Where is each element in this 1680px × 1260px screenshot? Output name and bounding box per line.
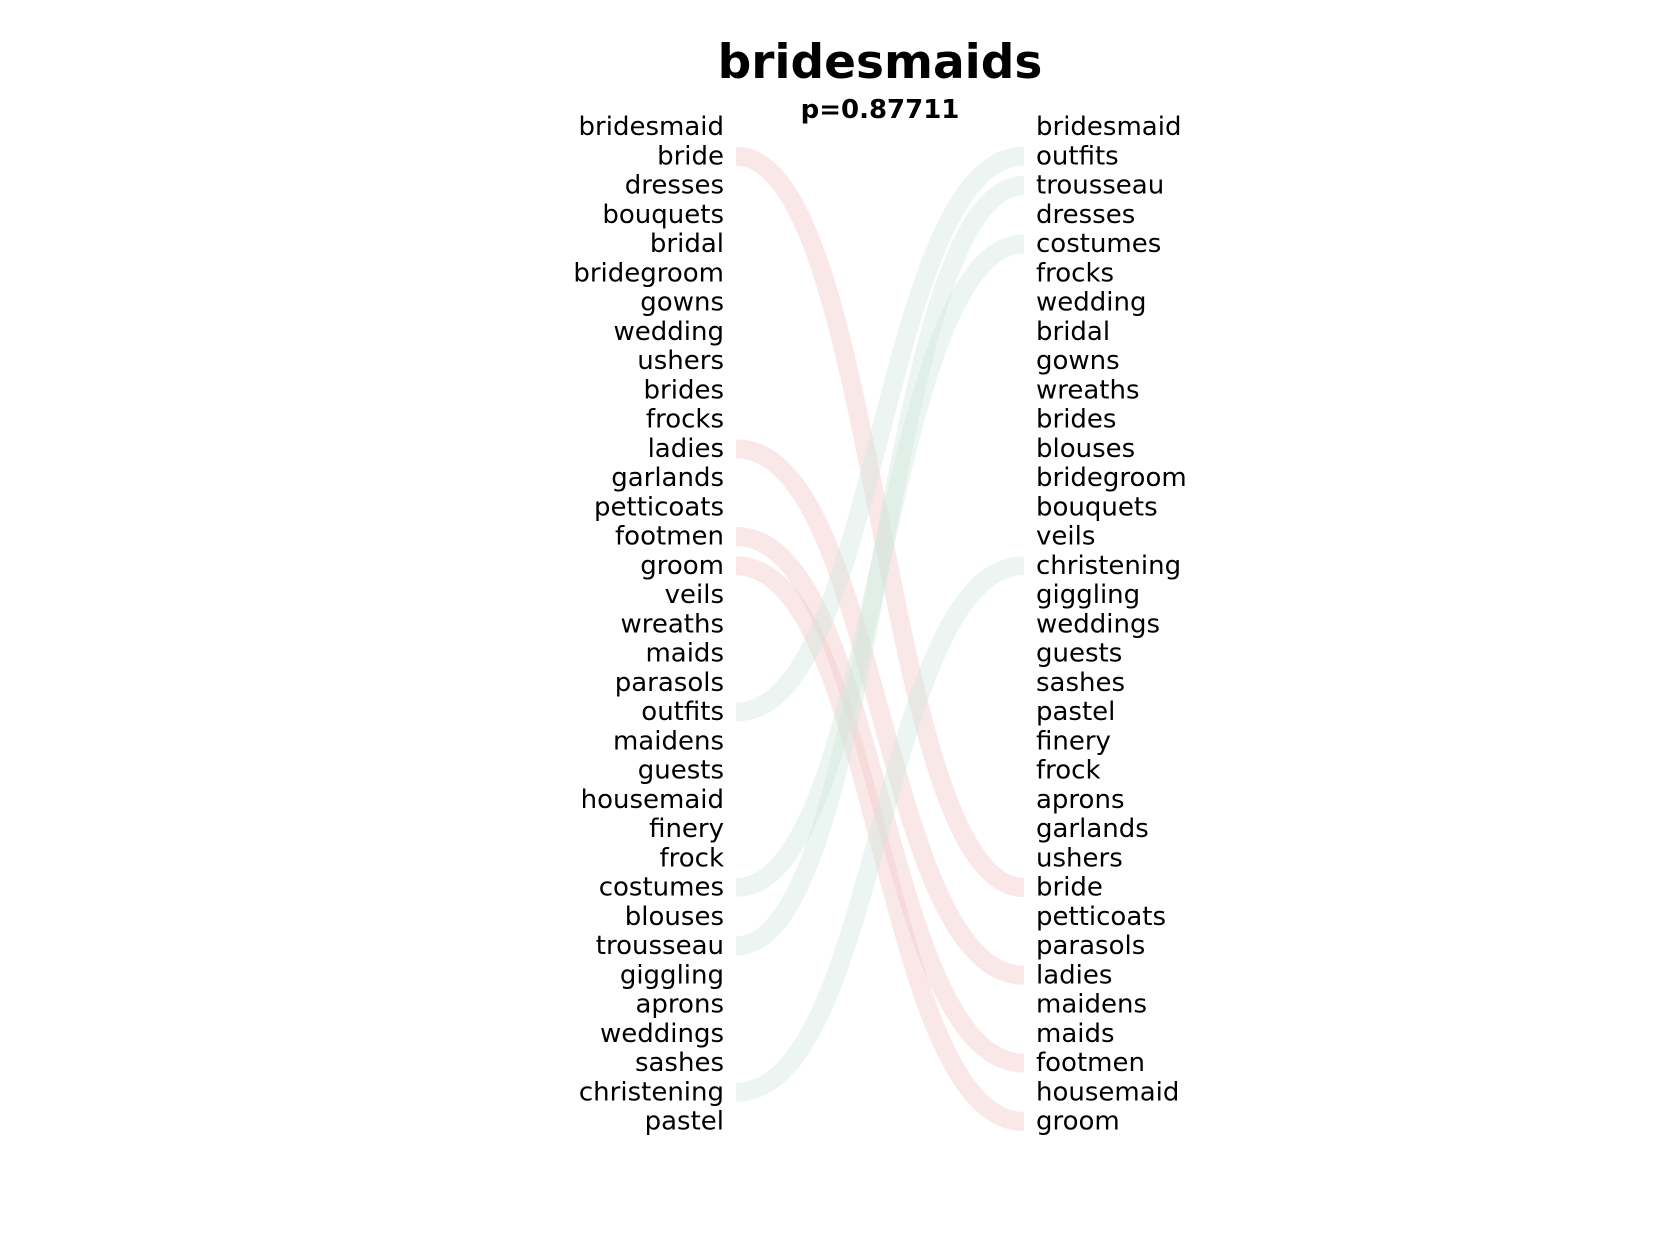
left-word-column: bridesmaidbridedressesbouquetsbridalbrid… xyxy=(573,112,724,1137)
right-word-label: footmen xyxy=(1036,1048,1145,1078)
chart-subtitle: p=0.87711 xyxy=(801,95,960,125)
left-word-label: sashes xyxy=(635,1048,724,1078)
right-word-label: guests xyxy=(1036,639,1122,669)
right-word-label: bridesmaid xyxy=(1036,112,1181,142)
link-costumes xyxy=(735,234,1025,897)
left-word-label: bouquets xyxy=(602,200,724,230)
link-groom xyxy=(735,556,1025,1131)
left-word-label: ushers xyxy=(637,346,724,376)
left-word-label: housemaid xyxy=(581,785,724,815)
left-word-label: guests xyxy=(638,756,724,786)
right-word-label: bouquets xyxy=(1036,492,1158,522)
left-word-label: finery xyxy=(649,814,724,844)
link-bride xyxy=(734,146,1026,897)
left-word-label: wreaths xyxy=(620,609,724,639)
right-word-label: christening xyxy=(1036,551,1181,581)
left-word-label: gowns xyxy=(640,288,724,318)
right-word-label: parasols xyxy=(1036,931,1145,961)
right-word-label: housemaid xyxy=(1036,1077,1179,1107)
left-word-label: christening xyxy=(579,1077,724,1107)
left-word-label: aprons xyxy=(636,990,725,1020)
right-word-label: wreaths xyxy=(1036,375,1140,405)
links-layer xyxy=(734,146,1026,1131)
right-word-label: bride xyxy=(1036,873,1103,903)
link-christening xyxy=(735,556,1025,1102)
right-word-label: finery xyxy=(1036,726,1111,756)
right-word-column: bridesmaidoutfitstrousseaudressescostume… xyxy=(1036,112,1187,1137)
left-word-label: weddings xyxy=(600,1019,724,1049)
left-word-label: frocks xyxy=(646,405,724,435)
right-word-label: sashes xyxy=(1036,668,1125,698)
left-word-label: pastel xyxy=(645,1107,724,1137)
right-word-label: trousseau xyxy=(1036,171,1164,201)
right-word-label: veils xyxy=(1036,522,1095,552)
right-word-label: giggling xyxy=(1036,580,1140,610)
right-word-label: pastel xyxy=(1036,697,1115,727)
right-word-label: aprons xyxy=(1036,785,1125,815)
left-word-label: trousseau xyxy=(596,931,724,961)
right-word-label: blouses xyxy=(1036,434,1135,464)
left-word-label: maids xyxy=(645,639,724,669)
right-word-label: maidens xyxy=(1036,990,1147,1020)
left-word-label: footmen xyxy=(615,522,724,552)
left-word-label: costumes xyxy=(599,873,724,903)
right-word-label: garlands xyxy=(1036,814,1149,844)
right-word-label: frocks xyxy=(1036,258,1114,288)
right-word-label: gowns xyxy=(1036,346,1120,376)
link-ladies xyxy=(735,439,1025,985)
left-word-label: giggling xyxy=(620,960,724,990)
left-word-label: frock xyxy=(659,843,724,873)
left-word-label: wedding xyxy=(614,317,724,347)
left-word-label: parasols xyxy=(615,668,724,698)
right-word-label: outfits xyxy=(1036,141,1119,171)
right-word-label: bridegroom xyxy=(1036,463,1187,493)
left-word-label: bridegroom xyxy=(573,258,724,288)
left-word-label: dresses xyxy=(625,171,724,201)
right-word-label: brides xyxy=(1036,405,1116,435)
left-word-label: bridal xyxy=(650,229,724,259)
link-trousseau xyxy=(734,176,1026,956)
left-word-label: veils xyxy=(665,580,724,610)
link-outfits xyxy=(735,146,1025,722)
right-word-label: groom xyxy=(1036,1107,1120,1137)
left-word-label: petticoats xyxy=(594,492,724,522)
right-word-label: ladies xyxy=(1036,960,1112,990)
right-word-label: bridal xyxy=(1036,317,1110,347)
left-word-label: blouses xyxy=(625,902,724,932)
right-word-label: costumes xyxy=(1036,229,1161,259)
left-word-label: ladies xyxy=(648,434,724,464)
left-word-label: brides xyxy=(644,375,724,405)
right-word-label: petticoats xyxy=(1036,902,1166,932)
right-word-label: maids xyxy=(1036,1019,1115,1049)
left-word-label: outfits xyxy=(641,697,724,727)
left-word-label: maidens xyxy=(613,726,724,756)
left-word-label: bride xyxy=(657,141,724,171)
right-word-label: wedding xyxy=(1036,288,1146,318)
right-word-label: weddings xyxy=(1036,609,1160,639)
right-word-label: ushers xyxy=(1036,843,1123,873)
link-footmen xyxy=(735,527,1025,1073)
right-word-label: frock xyxy=(1036,756,1101,786)
left-word-label: bridesmaid xyxy=(579,112,724,142)
left-word-label: groom xyxy=(640,551,724,581)
chart-title: bridesmaids xyxy=(718,35,1043,90)
right-word-label: dresses xyxy=(1036,200,1135,230)
left-word-label: garlands xyxy=(611,463,724,493)
